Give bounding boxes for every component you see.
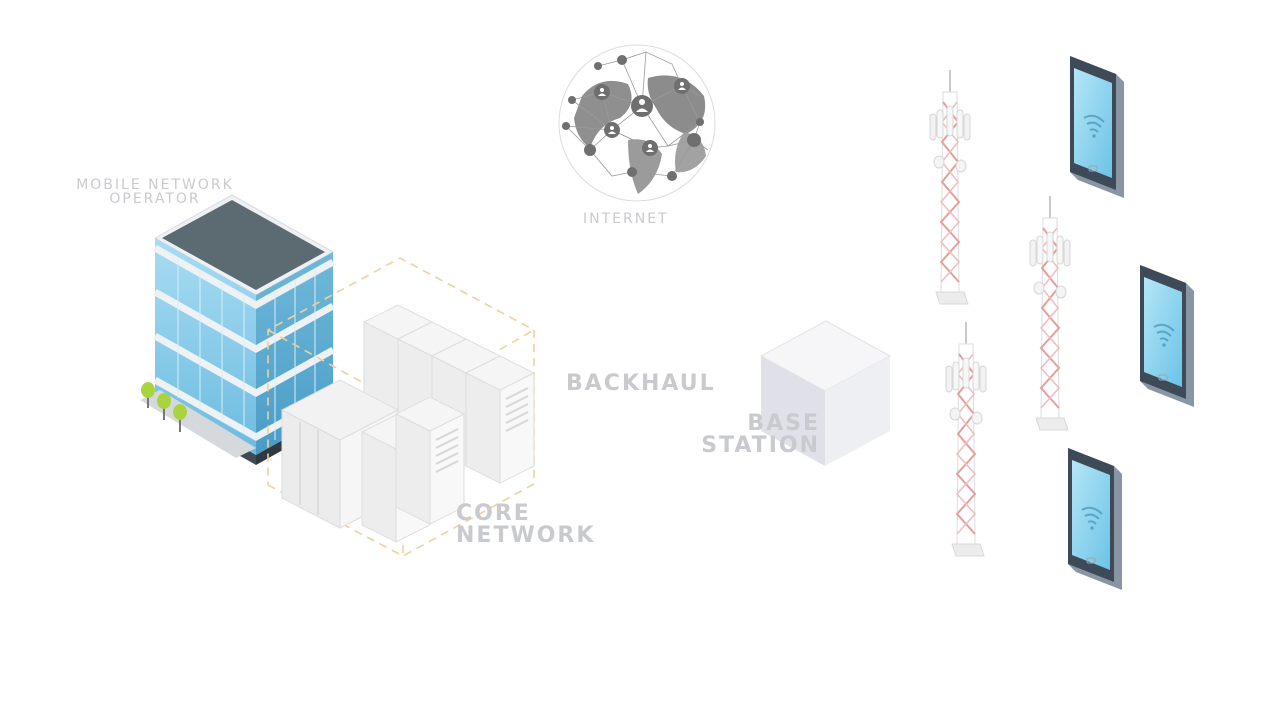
office-building-icon — [140, 194, 335, 465]
cell-tower-icon — [929, 69, 971, 305]
backhaul-label: BACKHAUL — [566, 371, 716, 396]
cube-base-station-icon — [759, 320, 892, 466]
smartphone-wifi-icon — [1139, 264, 1195, 408]
globe-network-icon — [558, 44, 716, 202]
internet-label: INTERNET — [583, 211, 669, 227]
core-network-label: CORE NETWORK — [456, 503, 595, 547]
core-network-label-line-1: CORE — [456, 501, 531, 526]
smartphone-wifi-icon — [1069, 55, 1125, 199]
cell-tower-icon — [1029, 195, 1071, 431]
tree-icon — [141, 382, 187, 432]
operator-label: MOBILE NETWORK OPERATOR — [52, 178, 258, 206]
operator-label-line-2: OPERATOR — [109, 191, 201, 207]
base-station-label: BASE STATION — [676, 413, 820, 457]
server-rack-icon — [280, 304, 535, 543]
smartphone-wifi-icon — [1067, 447, 1123, 591]
operator-label-line-1: MOBILE NETWORK — [76, 177, 234, 193]
base-station-label-line-2: STATION — [701, 433, 820, 458]
base-station-label-line-1: BASE — [747, 411, 820, 436]
cell-tower-icon — [945, 321, 987, 557]
core-network-label-line-2: NETWORK — [456, 523, 596, 548]
